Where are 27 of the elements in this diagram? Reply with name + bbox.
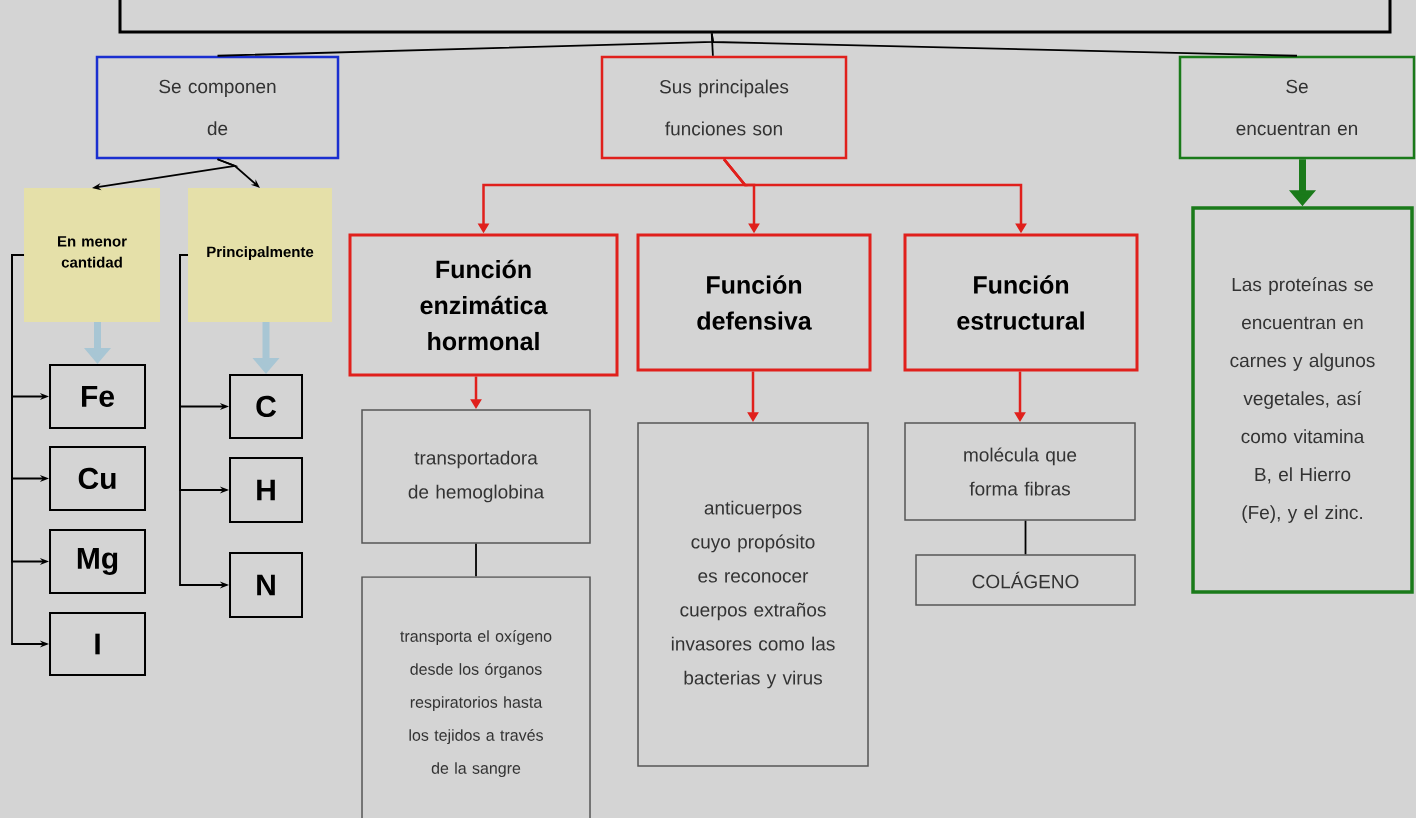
- connector-line: [710, 32, 714, 57]
- connector-line: [710, 32, 1298, 57]
- connector-line: [475, 542, 477, 578]
- element-box: N: [229, 552, 303, 618]
- connector-line: [1024, 519, 1027, 556]
- arrow: [216, 158, 260, 188]
- description-box: Las proteínas se encuentran en carnes y algunos vegetales, así como vitamina B, el Hierro (Fe), y el zinc.: [1191, 206, 1414, 594]
- concept-box: Se encuentran en: [1178, 55, 1416, 160]
- category-box: Principalmente: [188, 188, 332, 322]
- element-box: I: [49, 612, 146, 676]
- category-box: En menor cantidad: [24, 188, 160, 322]
- element-box: Fe: [49, 364, 146, 429]
- element-box: Cu: [49, 446, 146, 511]
- concept-box: Se componen de: [95, 55, 340, 160]
- description-box: molécula que forma fibras: [904, 422, 1136, 521]
- element-box: C: [229, 374, 303, 439]
- function-box: Función estructural: [903, 233, 1139, 372]
- description-box: COLÁGENO: [915, 554, 1136, 606]
- element-box: Mg: [49, 529, 146, 594]
- description-box: anticuerpos cuyo propósito es reconocer cuerpos extraños invasores como las bacterias y virus: [637, 422, 869, 767]
- function-box: Función defensiva: [636, 233, 872, 372]
- description-box: transportadora de hemoglobina: [361, 409, 591, 544]
- box: [118, 0, 1392, 34]
- element-box: H: [229, 457, 303, 523]
- description-box: transporta el oxígeno desde los órganos respiratorios hasta los tejidos a través de la sangre: [361, 576, 591, 818]
- concept-box: Sus principales funciones son: [600, 55, 848, 160]
- function-box: Función enzimática hormonal: [348, 233, 619, 377]
